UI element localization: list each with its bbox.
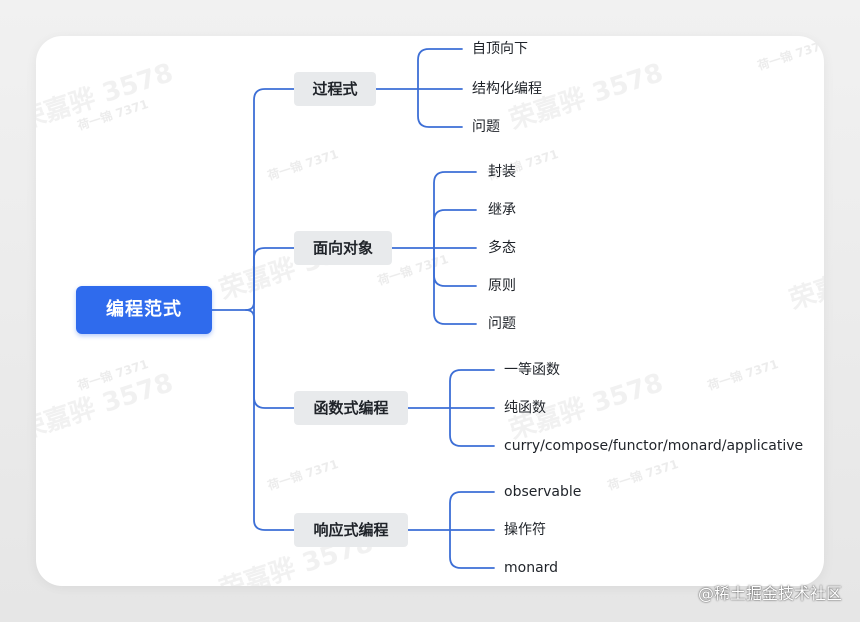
leaf-pure-functions: 纯函数 bbox=[504, 400, 546, 416]
connector-functional-3 bbox=[449, 407, 495, 447]
connector-oop-1 bbox=[433, 171, 477, 249]
connector-reactive-3 bbox=[449, 529, 495, 569]
leaf-procedural-problems: 问题 bbox=[472, 119, 500, 135]
platform-credit: @稀土掘金技术社区 bbox=[697, 584, 842, 603]
connector-oop-5 bbox=[433, 247, 477, 325]
branch-reactive: 响应式编程 bbox=[294, 513, 408, 547]
connector-oop-4 bbox=[433, 247, 477, 287]
connector-functional-1 bbox=[449, 369, 495, 409]
leaf-first-class-functions: 一等函数 bbox=[504, 362, 560, 378]
connector-procedural-1 bbox=[417, 48, 463, 90]
branch-procedural: 过程式 bbox=[294, 72, 376, 106]
connector-procedural-3 bbox=[417, 88, 463, 128]
connector-root-to-reactive bbox=[253, 309, 295, 531]
leaf-inheritance: 继承 bbox=[488, 202, 516, 218]
root-node: 编程范式 bbox=[76, 286, 212, 334]
connector-reactive-1 bbox=[449, 491, 495, 531]
leaf-polymorphism: 多态 bbox=[488, 240, 516, 256]
leaf-monard: monard bbox=[504, 560, 559, 576]
connector-root-to-procedural bbox=[253, 88, 295, 311]
branch-object-oriented: 面向对象 bbox=[294, 231, 392, 265]
leaf-top-down: 自顶向下 bbox=[472, 41, 528, 57]
connector-oop-2 bbox=[433, 209, 477, 249]
leaf-principles: 原则 bbox=[488, 278, 516, 294]
branch-functional: 函数式编程 bbox=[294, 391, 408, 425]
leaf-structured-programming: 结构化编程 bbox=[472, 81, 542, 97]
leaf-curry-compose: curry/compose/functor/monard/applicative bbox=[504, 438, 804, 454]
leaf-operators: 操作符 bbox=[504, 522, 546, 538]
connector-root-to-oop bbox=[245, 247, 295, 311]
leaf-observable: observable bbox=[504, 484, 582, 500]
leaf-encapsulation: 封装 bbox=[488, 164, 516, 180]
leaf-oop-problems: 问题 bbox=[488, 316, 516, 332]
